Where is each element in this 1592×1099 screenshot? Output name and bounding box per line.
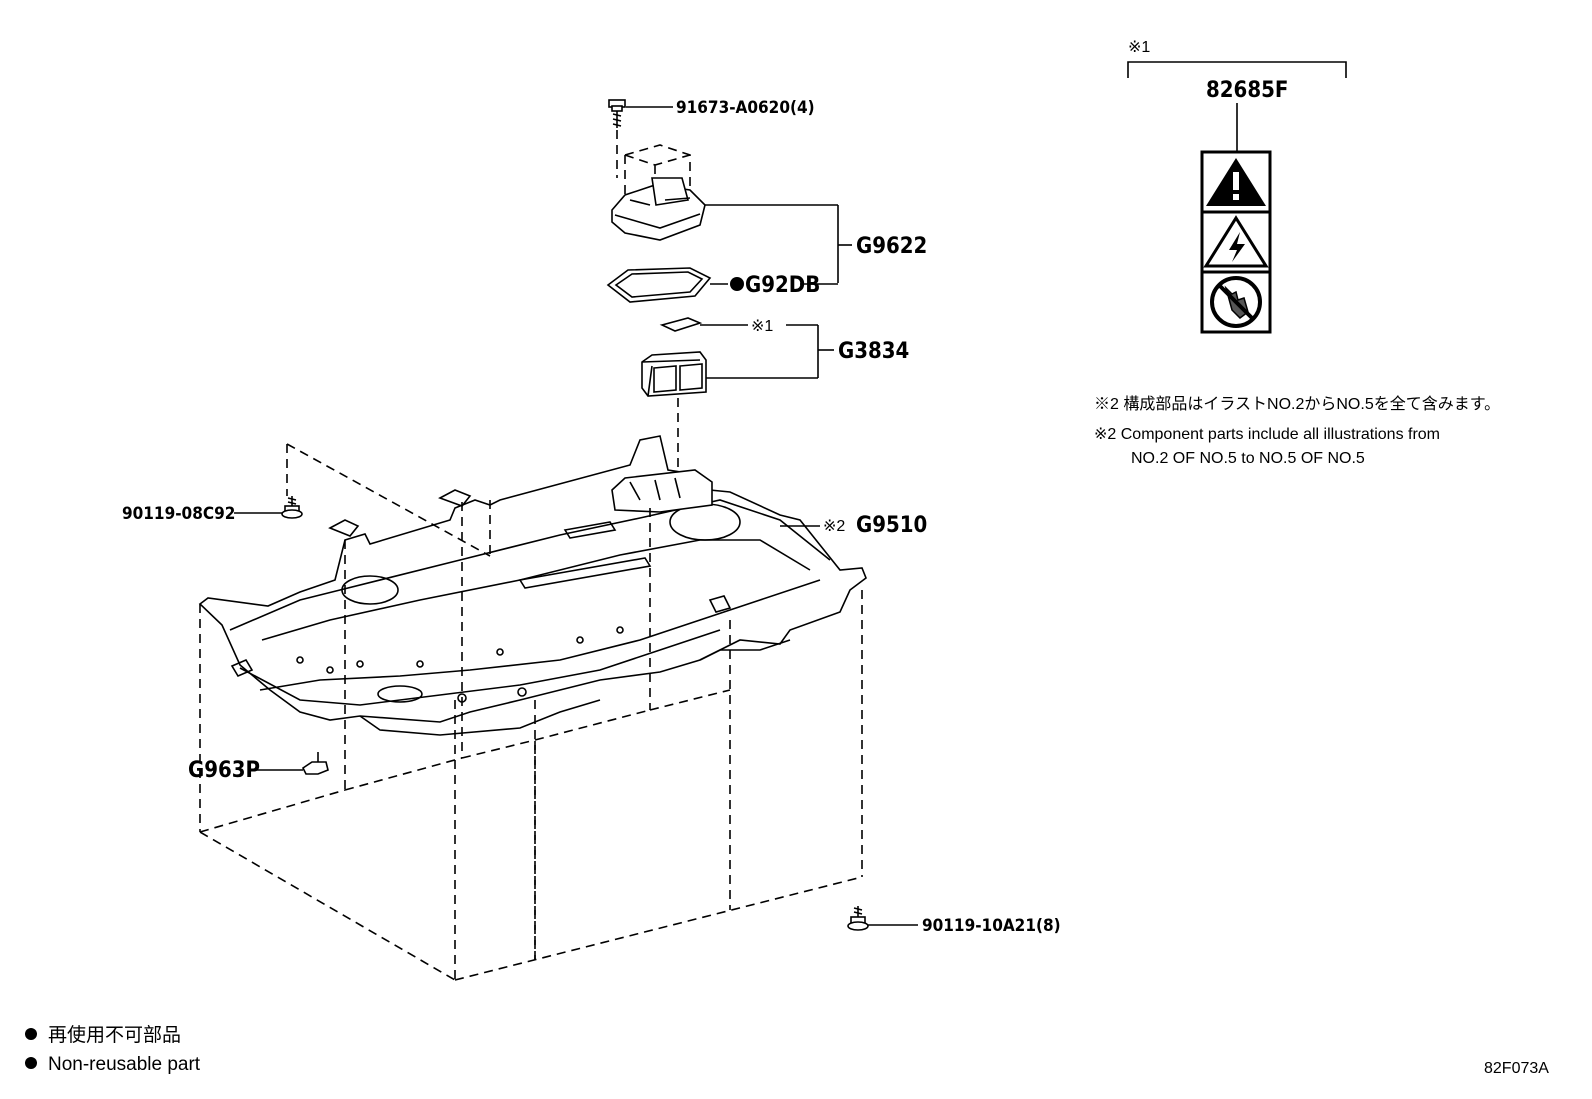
callout-label-set: 82685F [1206,78,1288,103]
bolt-top-icon [608,99,626,128]
callout-bracket: G963P [188,758,260,783]
high-voltage-icon [1203,215,1269,268]
bolt-left-icon [281,496,303,519]
warning-label-set [1200,150,1272,334]
callout-battery: G9510 [856,513,927,538]
diagram-id: 82F073A [1484,1060,1549,1077]
battery-assembly-part [198,435,867,736]
note-jp: ※2 構成部品はイラストNO.2からNO.5を全て含みます。 [1094,395,1500,413]
label-set-bracket [1127,61,1347,78]
callout-bolt-top: 91673-A0620(4) [676,98,815,118]
callout-gasket: G92DB [745,273,820,298]
legend-en: Non-reusable part [48,1054,201,1075]
label-set-ref: ※1 [1128,39,1150,56]
warning-triangle-icon [1206,158,1266,206]
connector-part [641,351,707,397]
cover-part [611,144,706,241]
no-touch-icon [1210,276,1262,328]
note-en-line2: NO.2 OF NO.5 to NO.5 OF NO.5 [1131,450,1365,467]
note-en-line1: ※2 Component parts include all illustrat… [1094,426,1440,443]
small-label-part [659,317,703,332]
callout-bolt-left: 90119-08C92 [122,504,235,524]
bracket-part [301,752,329,775]
callout-bolt-bottom: 90119-10A21(8) [922,916,1061,936]
gasket-part [606,267,712,303]
callout-connector: G3834 [838,339,909,364]
callout-battery-ref: ※2 [823,518,845,535]
bolt-bottom-icon [847,906,869,931]
legend-dot-icon [25,1057,37,1069]
legend-dot-icon [25,1028,37,1040]
callout-label-ref: ※1 [751,318,773,335]
callout-cover-assy: G9622 [856,234,927,259]
projection-lines [199,443,863,981]
non-reusable-dot-icon [730,277,744,291]
legend-jp: 再使用不可部品 [48,1024,181,1046]
